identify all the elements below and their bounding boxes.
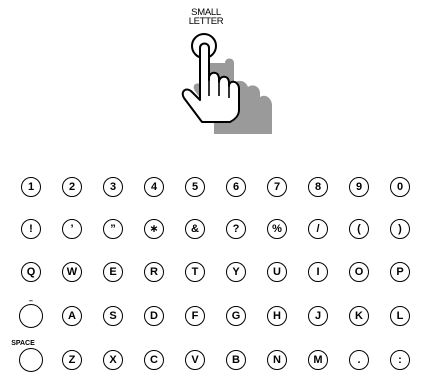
key-6[interactable]: 6 — [226, 177, 246, 197]
key-slash[interactable]: / — [308, 219, 328, 239]
key-7[interactable]: 7 — [267, 177, 287, 197]
key-colon[interactable]: : — [390, 350, 410, 370]
key-j[interactable]: J — [308, 306, 328, 326]
dash-key-label: – — [24, 298, 38, 305]
key-apostrophe[interactable]: ’ — [62, 219, 82, 239]
key-asterisk[interactable]: ∗ — [144, 219, 164, 239]
key-t[interactable]: T — [185, 262, 205, 282]
key-4[interactable]: 4 — [144, 177, 164, 197]
key-5[interactable]: 5 — [185, 177, 205, 197]
key-k[interactable]: K — [349, 306, 369, 326]
key-8[interactable]: 8 — [308, 177, 328, 197]
key-m[interactable]: M — [308, 350, 328, 370]
key-b[interactable]: B — [226, 350, 246, 370]
key-ampersand[interactable]: & — [185, 219, 205, 239]
key-y[interactable]: Y — [226, 262, 246, 282]
key-open-paren[interactable]: ( — [349, 219, 369, 239]
key-quote[interactable]: ” — [103, 219, 123, 239]
key-r[interactable]: R — [144, 262, 164, 282]
key-f[interactable]: F — [185, 306, 205, 326]
key-z[interactable]: Z — [62, 350, 82, 370]
key-u[interactable]: U — [267, 262, 287, 282]
key-9[interactable]: 9 — [349, 177, 369, 197]
key-dash[interactable] — [19, 304, 43, 328]
key-question[interactable]: ? — [226, 219, 246, 239]
key-2[interactable]: 2 — [62, 177, 82, 197]
key-v[interactable]: V — [185, 350, 205, 370]
key-n[interactable]: N — [267, 350, 287, 370]
key-x[interactable]: X — [103, 350, 123, 370]
key-e[interactable]: E — [103, 262, 123, 282]
key-percent[interactable]: % — [267, 219, 287, 239]
key-o[interactable]: O — [349, 262, 369, 282]
space-key-label: SPACE — [6, 340, 40, 347]
key-p[interactable]: P — [390, 262, 410, 282]
key-w[interactable]: W — [62, 262, 82, 282]
key-exclamation[interactable]: ! — [21, 219, 41, 239]
key-i[interactable]: I — [308, 262, 328, 282]
key-q[interactable]: Q — [21, 262, 41, 282]
key-1[interactable]: 1 — [21, 177, 41, 197]
key-0[interactable]: 0 — [390, 177, 410, 197]
key-c[interactable]: C — [144, 350, 164, 370]
key-d[interactable]: D — [144, 306, 164, 326]
key-h[interactable]: H — [267, 306, 287, 326]
key-space[interactable] — [19, 348, 43, 372]
key-s[interactable]: S — [103, 306, 123, 326]
pointing-hand-icon — [0, 0, 427, 160]
key-a[interactable]: A — [62, 306, 82, 326]
key-3[interactable]: 3 — [103, 177, 123, 197]
key-period[interactable]: . — [349, 350, 369, 370]
key-l[interactable]: L — [390, 306, 410, 326]
key-g[interactable]: G — [226, 306, 246, 326]
key-close-paren[interactable]: ) — [390, 219, 410, 239]
